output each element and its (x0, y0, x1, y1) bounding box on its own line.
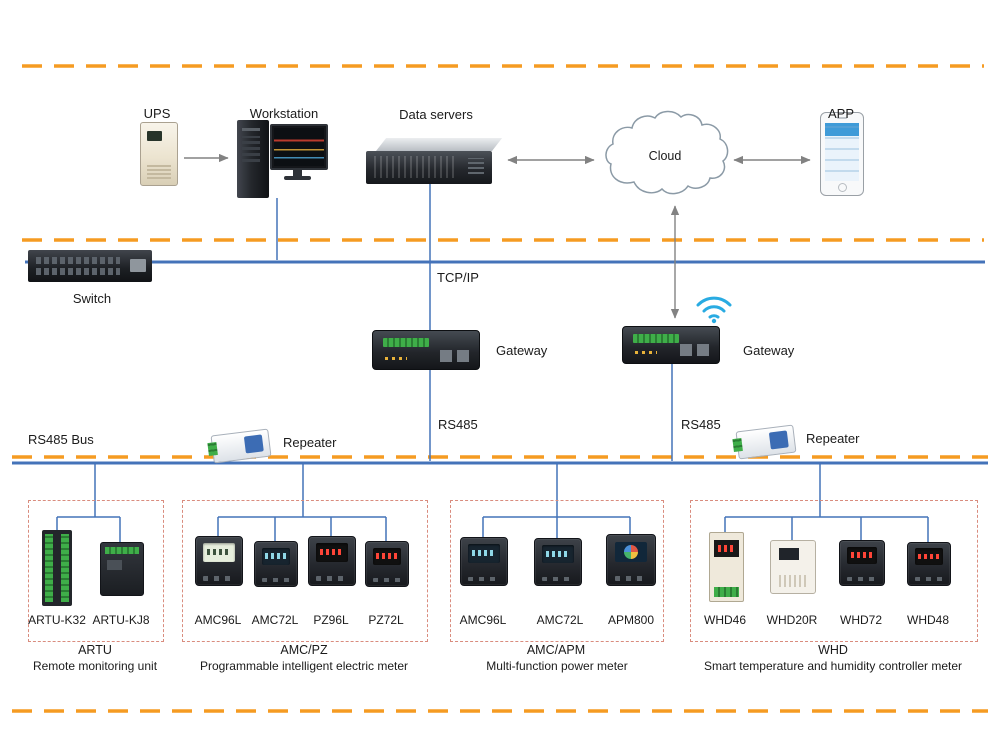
device-label: AMC72L (536, 613, 584, 627)
rs485-bus-label: RS485 Bus (28, 432, 94, 447)
device-label: PZ72L (368, 613, 404, 627)
device-label: WHD20R (766, 613, 818, 627)
app-label: APP (827, 106, 855, 121)
group-box-artu (28, 500, 164, 642)
group-box-amcpz (182, 500, 428, 642)
amcapm-amc72l-icon (534, 538, 582, 586)
tcpip-label: TCP/IP (437, 270, 479, 285)
group-subtitle-amcpz: Programmable intelligent electric meter (199, 659, 409, 673)
group-box-amcapm (450, 500, 664, 642)
workstation-label: Workstation (249, 106, 319, 121)
group-subtitle-whd: Smart temperature and humidity controlle… (703, 659, 963, 673)
group-subtitle-amcapm: Multi-function power meter (486, 659, 628, 673)
group-box-whd (690, 500, 978, 642)
phone-icon (820, 112, 864, 196)
device-label: WHD48 (906, 613, 950, 627)
device-label: ARTU-KJ8 (92, 613, 150, 627)
amcpz-amc72l-icon (254, 541, 298, 587)
device-label: APM800 (607, 613, 655, 627)
workstation-tower-icon (237, 120, 269, 198)
data-server-icon (366, 138, 503, 184)
workstation-monitor-icon (270, 124, 328, 170)
artu-k32-icon (42, 530, 72, 606)
cloud-label: Cloud (648, 149, 682, 163)
amcpz-pz96l-icon (308, 536, 356, 586)
gateway-left-label: Gateway (496, 343, 548, 358)
whd-whd72-icon (839, 540, 885, 586)
wifi-icon (696, 296, 732, 324)
device-label: WHD72 (839, 613, 883, 627)
rs485-right-label: RS485 (681, 417, 721, 432)
gateway-right-icon (622, 326, 720, 364)
whd-whd20r-icon (770, 540, 816, 594)
cloud-icon (605, 110, 729, 195)
amcapm-amc96l-icon (460, 537, 508, 586)
group-title-amcapm: AMC/APM (526, 643, 586, 657)
device-label: AMC96L (194, 613, 242, 627)
gateway-left-icon (372, 330, 480, 370)
connector-lines (56, 184, 929, 542)
switch-label: Switch (72, 291, 112, 306)
repeater-right-label: Repeater (806, 431, 860, 446)
monitor-base-icon (284, 176, 311, 180)
whd-whd48-icon (907, 542, 951, 586)
group-title-amcpz: AMC/PZ (280, 643, 328, 657)
repeater-left-label: Repeater (283, 435, 337, 450)
amcapm-apm800-icon (606, 534, 656, 586)
data-servers-label: Data servers (399, 107, 473, 122)
gateway-right-label: Gateway (743, 343, 795, 358)
group-title-artu: ARTU (78, 643, 112, 657)
switch-icon (28, 250, 152, 282)
device-label: ARTU-K32 (28, 613, 86, 627)
ups-icon (140, 122, 178, 186)
monitor-stand-icon (293, 168, 302, 176)
group-title-whd: WHD (818, 643, 848, 657)
rs485-left-label: RS485 (438, 417, 478, 432)
artu-kj8-icon (100, 542, 144, 596)
boundary-dashed-lines (12, 64, 988, 713)
amcpz-amc96l-icon (195, 536, 243, 586)
device-label: WHD46 (703, 613, 747, 627)
device-label: PZ96L (313, 613, 349, 627)
device-label: AMC72L (251, 613, 299, 627)
ups-label: UPS (143, 106, 171, 121)
group-subtitle-artu: Remote monitoring unit (32, 659, 158, 673)
device-label: AMC96L (459, 613, 507, 627)
amcpz-pz72l-icon (365, 541, 409, 587)
whd-whd46-icon (709, 532, 744, 602)
